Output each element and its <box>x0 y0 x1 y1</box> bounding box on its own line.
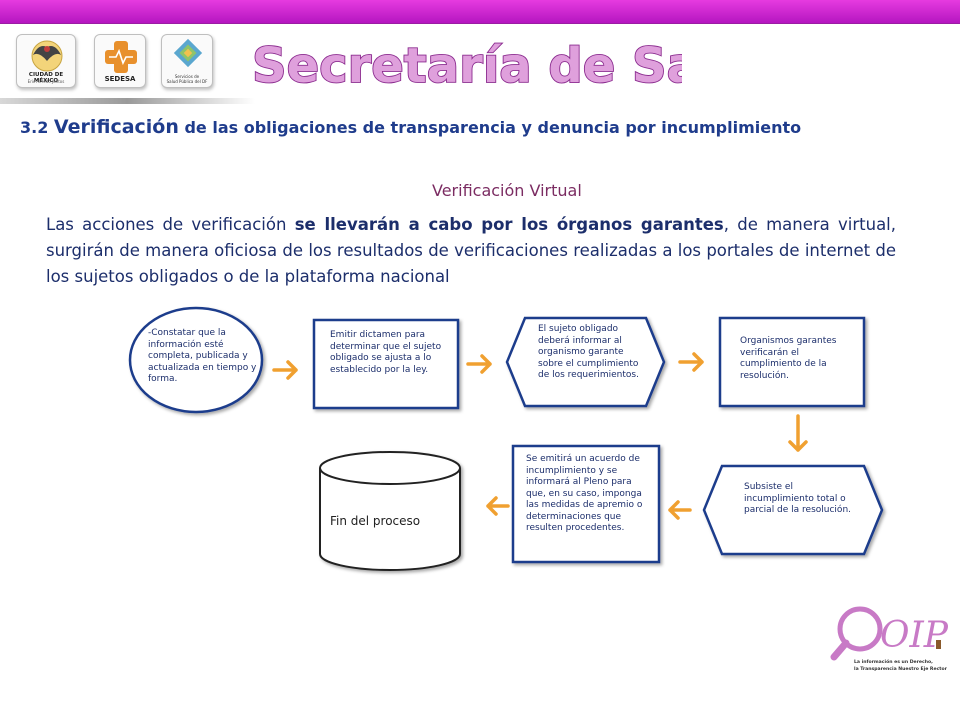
cdmx-emblem-icon <box>31 40 63 72</box>
header-divider <box>0 98 255 104</box>
arrow-left-icon <box>668 500 692 520</box>
oip-logo: OIP La información es un Derecho, la Tra… <box>830 603 949 687</box>
oip-letters: OIP <box>880 615 948 656</box>
sspdf-logo-text: Servicios de <box>174 74 200 79</box>
sspdf-emblem-icon <box>173 38 203 68</box>
cdmx-logo-text: CIUDAD DE MÉXICO <box>28 72 64 84</box>
flow-node-3-text: El sujeto obligado deberá informar al or… <box>538 324 639 380</box>
oip-tagline-1: La información es un Derecho, <box>854 658 933 665</box>
arrow-right-icon <box>272 360 298 380</box>
flow-node-6-shape <box>511 444 661 564</box>
subtitle: Verificación Virtual <box>432 181 582 200</box>
page-title-text: Secretaría de Salud <box>252 38 682 94</box>
arrow-right-icon <box>678 352 704 372</box>
flow-node-1-text: -Constatar que la información esté compl… <box>148 328 257 384</box>
paragraph-part1: Las acciones de verificación <box>46 215 287 234</box>
arrow-left-icon <box>486 496 510 516</box>
flow-node-5-shape <box>702 464 884 556</box>
sedesa-cross-icon <box>105 41 137 73</box>
flow-node-4-text: Organismos garantes verificarán el cumpl… <box>740 336 837 381</box>
sspdf-logo: Servicios de Salud Pública del DF <box>161 34 213 88</box>
page-title: Secretaría de Salud <box>251 30 785 96</box>
flow-node-2-shape <box>312 318 460 410</box>
flow-node-4-shape <box>718 316 866 408</box>
top-bar <box>0 0 960 24</box>
flow-end-shape <box>319 451 461 571</box>
flow-node-6-text: Se emitirá un acuerdo de incumplimiento … <box>526 454 643 533</box>
flow-node-2-text: Emitir dictamen para determinar que el s… <box>330 330 442 375</box>
arrow-right-icon <box>466 354 492 374</box>
magnifier-icon <box>830 606 883 661</box>
paragraph-bold: se llevarán a cabo por los órganos garan… <box>294 215 724 234</box>
section-number: 3.2 <box>20 118 49 137</box>
flow-end-text: Fin del proceso <box>330 514 421 528</box>
process-diagram: -Constatar que la información esté compl… <box>0 300 960 600</box>
sedesa-logo: SEDESA <box>94 34 146 88</box>
section-title-main: Verificación <box>53 116 179 138</box>
section-heading: 3.2 Verificación de las obligaciones de … <box>20 116 950 138</box>
section-title-rest: de las obligaciones de transparencia y d… <box>184 118 802 137</box>
oip-marker-icon <box>936 640 941 649</box>
flow-node-5-text: Subsiste el incumplimiento total o parci… <box>744 482 852 515</box>
sedesa-logo-text: SEDESA <box>104 75 136 83</box>
sspdf-logo-subtext: Salud Pública del DF <box>166 79 208 84</box>
body-paragraph: Las acciones de verificación se llevarán… <box>46 212 896 290</box>
flow-node-1-shape <box>128 306 264 414</box>
paragraph-part2: , de manera virtual, surgirán de manera … <box>46 215 897 286</box>
flow-node-3-shape <box>505 316 666 408</box>
arrow-down-icon <box>788 414 808 452</box>
oip-tagline-2: la Transparencia Nuestro Eje Rector <box>854 666 948 672</box>
cdmx-logo: CIUDAD DE MÉXICO Eric Alfredo Juntos <box>16 34 76 88</box>
cdmx-logo-subtext: Eric Alfredo Juntos <box>27 79 65 84</box>
